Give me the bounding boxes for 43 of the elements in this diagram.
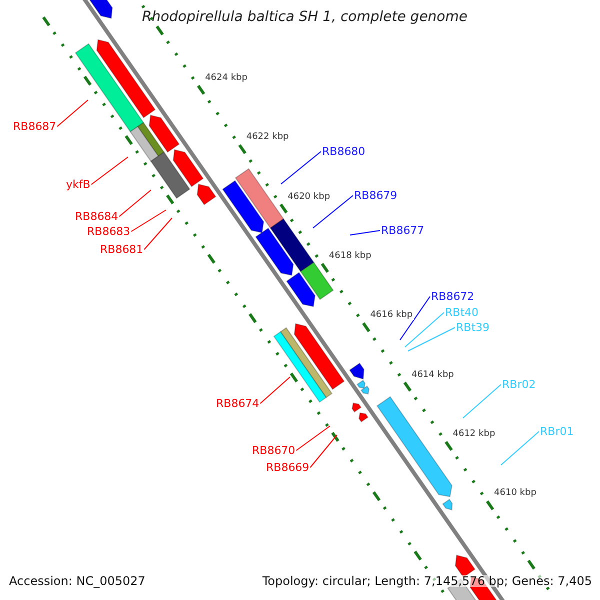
leader-line	[404, 312, 444, 348]
gene-label: RB8669	[266, 462, 310, 473]
gene-label: ykfB	[66, 179, 90, 190]
gene-label: RB8672	[431, 291, 474, 302]
accession-text: Accession: NC_005027	[9, 575, 146, 587]
gene-label: RB8680	[322, 146, 366, 157]
gene-label: RB8687	[13, 121, 56, 132]
leader-line	[350, 230, 380, 236]
leader-line	[500, 431, 540, 466]
leader-line	[312, 195, 354, 228]
scale-label: 4620 kbp	[286, 192, 332, 202]
gene-label: RB8684	[75, 211, 118, 222]
leader-line	[118, 190, 152, 217]
leader-line	[408, 327, 456, 352]
gene-label: RB8677	[381, 225, 424, 236]
leader-line	[310, 434, 338, 468]
leader-line	[130, 210, 166, 232]
scale-label: 4614 kbp	[410, 370, 455, 380]
gene-label: RBr02	[502, 379, 536, 390]
genome-info-text: Topology: circular; Length: 7,145,576 bp; Genes: 7,405	[262, 575, 592, 587]
scale-label: 4624 kbp	[204, 74, 248, 83]
scale-label: 4622 kbp	[245, 133, 290, 142]
scale-label: 4618 kbp	[328, 252, 372, 261]
scale-label: 4612 kbp	[452, 430, 496, 439]
gene-label: RBt40	[445, 307, 478, 318]
gene-label: RB8679	[354, 190, 398, 201]
gene-label: RB8670	[252, 445, 296, 456]
leader-line	[260, 376, 290, 404]
gene-label: RB8681	[100, 244, 144, 255]
leader-line	[400, 296, 430, 340]
leader-line	[462, 384, 502, 418]
leader-line	[144, 218, 172, 250]
scale-label: 4610 kbp	[493, 489, 538, 498]
leader-line	[280, 151, 322, 184]
leader-line	[296, 426, 330, 451]
gene-label: RB8674	[216, 398, 260, 409]
gene-label: RB8683	[87, 226, 130, 237]
leader-line	[90, 156, 128, 185]
gene-label: RBt39	[456, 322, 490, 333]
gene-label: RBr01	[540, 426, 574, 437]
leader-line	[56, 100, 88, 127]
title: Rhodopirellula baltica SH 1, complete genome	[142, 10, 468, 24]
scale-label: 4616 kbp	[369, 311, 414, 320]
